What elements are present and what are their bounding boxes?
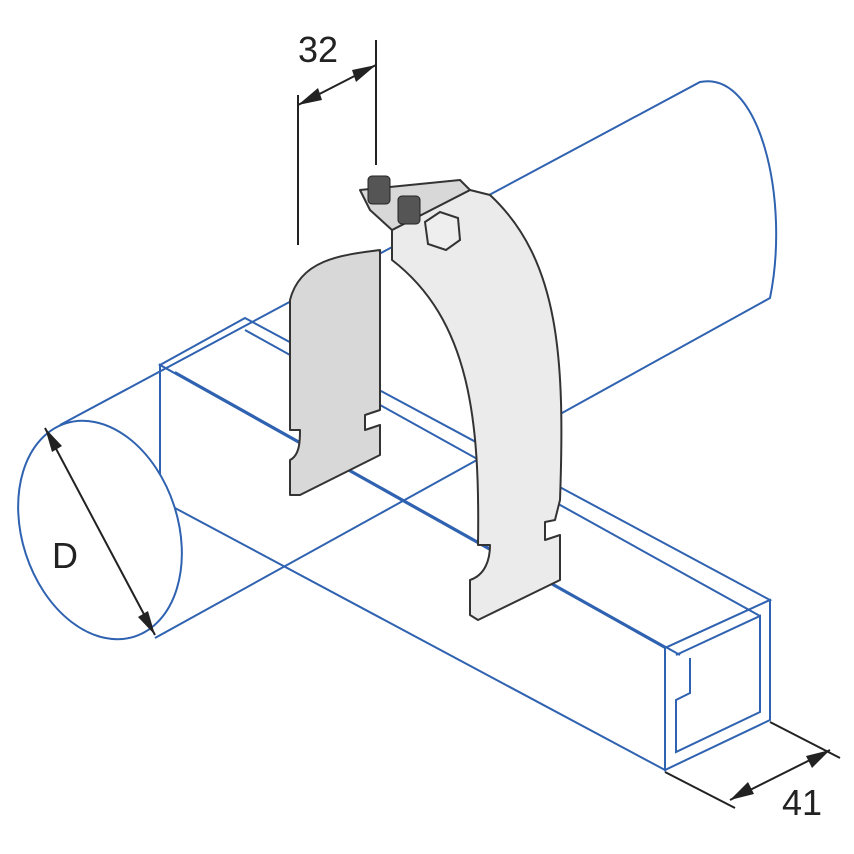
dimension-41: 41 <box>664 721 841 823</box>
dimension-label-41: 41 <box>782 782 822 823</box>
channel-strut <box>157 316 773 772</box>
dimension-d: D <box>44 427 156 636</box>
bolt-icon <box>367 175 462 252</box>
dimension-32: 32 <box>297 29 377 245</box>
dimension-label-32: 32 <box>298 29 338 70</box>
dimension-label-d: D <box>52 535 78 576</box>
pipe-clamp <box>289 175 563 621</box>
